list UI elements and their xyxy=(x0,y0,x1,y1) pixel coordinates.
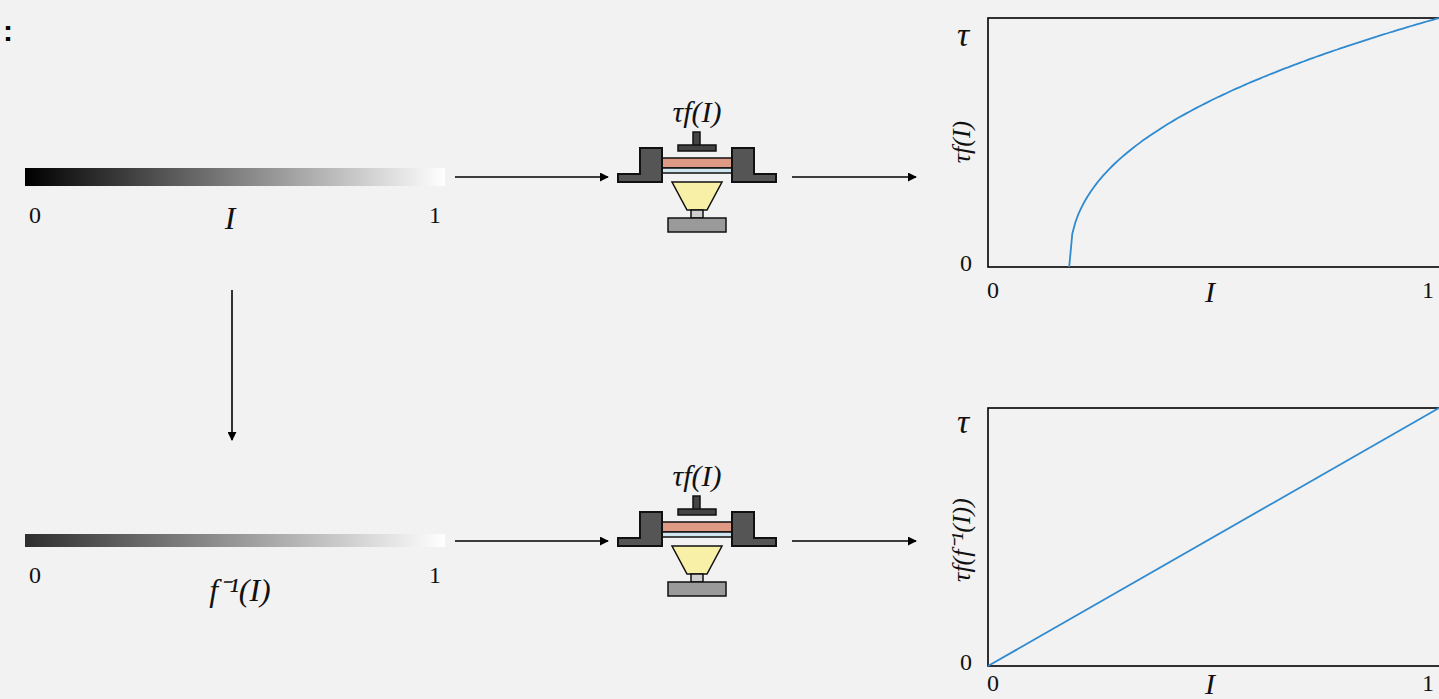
flow-arrow xyxy=(455,176,608,178)
plot-axes xyxy=(920,10,1439,305)
gradient-strip xyxy=(25,534,445,547)
math-label: I xyxy=(1205,669,1215,699)
projector-part xyxy=(662,532,732,537)
projector-part xyxy=(678,509,716,515)
tick-label: 0 xyxy=(29,203,41,227)
flow-arrow xyxy=(792,540,916,542)
projector-part xyxy=(678,145,716,151)
math-label: τf(I) xyxy=(672,461,721,491)
plot-axes xyxy=(920,400,1439,697)
tick-label: 1 xyxy=(1422,671,1434,695)
projector-part xyxy=(662,168,732,173)
response-plot: ττf(f⁻¹(I))00I1 xyxy=(920,400,1439,697)
projector-part xyxy=(668,218,726,232)
tick-label: 0 xyxy=(960,251,972,275)
tick-label: 0 xyxy=(987,278,999,302)
intensity-bar: 0 f⁻¹(I) 1 xyxy=(25,528,445,608)
response-curve xyxy=(988,408,1439,666)
projector-part xyxy=(672,546,722,574)
math-label: I xyxy=(225,202,236,234)
projector-part xyxy=(691,210,703,218)
tick-label: 1 xyxy=(1422,278,1434,302)
projector-part xyxy=(691,574,703,582)
projector-device: τf(I) xyxy=(612,456,782,616)
projector-part xyxy=(732,148,776,182)
tick-label: 0 xyxy=(987,671,999,695)
projector-part xyxy=(668,582,726,596)
projector-device: τf(I) xyxy=(612,92,782,252)
flow-arrow xyxy=(792,176,916,178)
tick-label: 1 xyxy=(429,203,441,227)
math-label: τf(I) xyxy=(672,97,721,127)
intensity-bar: 0 I 1 xyxy=(25,160,445,235)
gradient-strip xyxy=(25,168,445,186)
response-curve xyxy=(1069,18,1439,267)
math-label: τ xyxy=(957,405,969,439)
projector-part xyxy=(618,512,662,546)
flow-arrow xyxy=(455,540,608,542)
tick-label: 0 xyxy=(29,563,41,587)
projector-part xyxy=(618,148,662,182)
panel-mark: : xyxy=(3,14,13,48)
plot-frame xyxy=(988,408,1439,666)
math-label: τ xyxy=(957,18,969,52)
tick-label: 0 xyxy=(960,650,972,674)
response-plot: ττf(I)00I1 xyxy=(920,10,1439,305)
projector-part xyxy=(662,522,732,532)
projector-part xyxy=(672,182,722,210)
math-label: f⁻¹(I) xyxy=(209,574,270,606)
projector-part xyxy=(732,512,776,546)
projector-part xyxy=(662,158,732,168)
flow-arrow xyxy=(231,290,233,440)
math-label: I xyxy=(1205,277,1215,307)
axis-label: τf(I) xyxy=(949,121,975,164)
tick-label: 1 xyxy=(429,563,441,587)
axis-label: τf(f⁻¹(I)) xyxy=(949,498,975,582)
plot-frame xyxy=(988,18,1439,267)
